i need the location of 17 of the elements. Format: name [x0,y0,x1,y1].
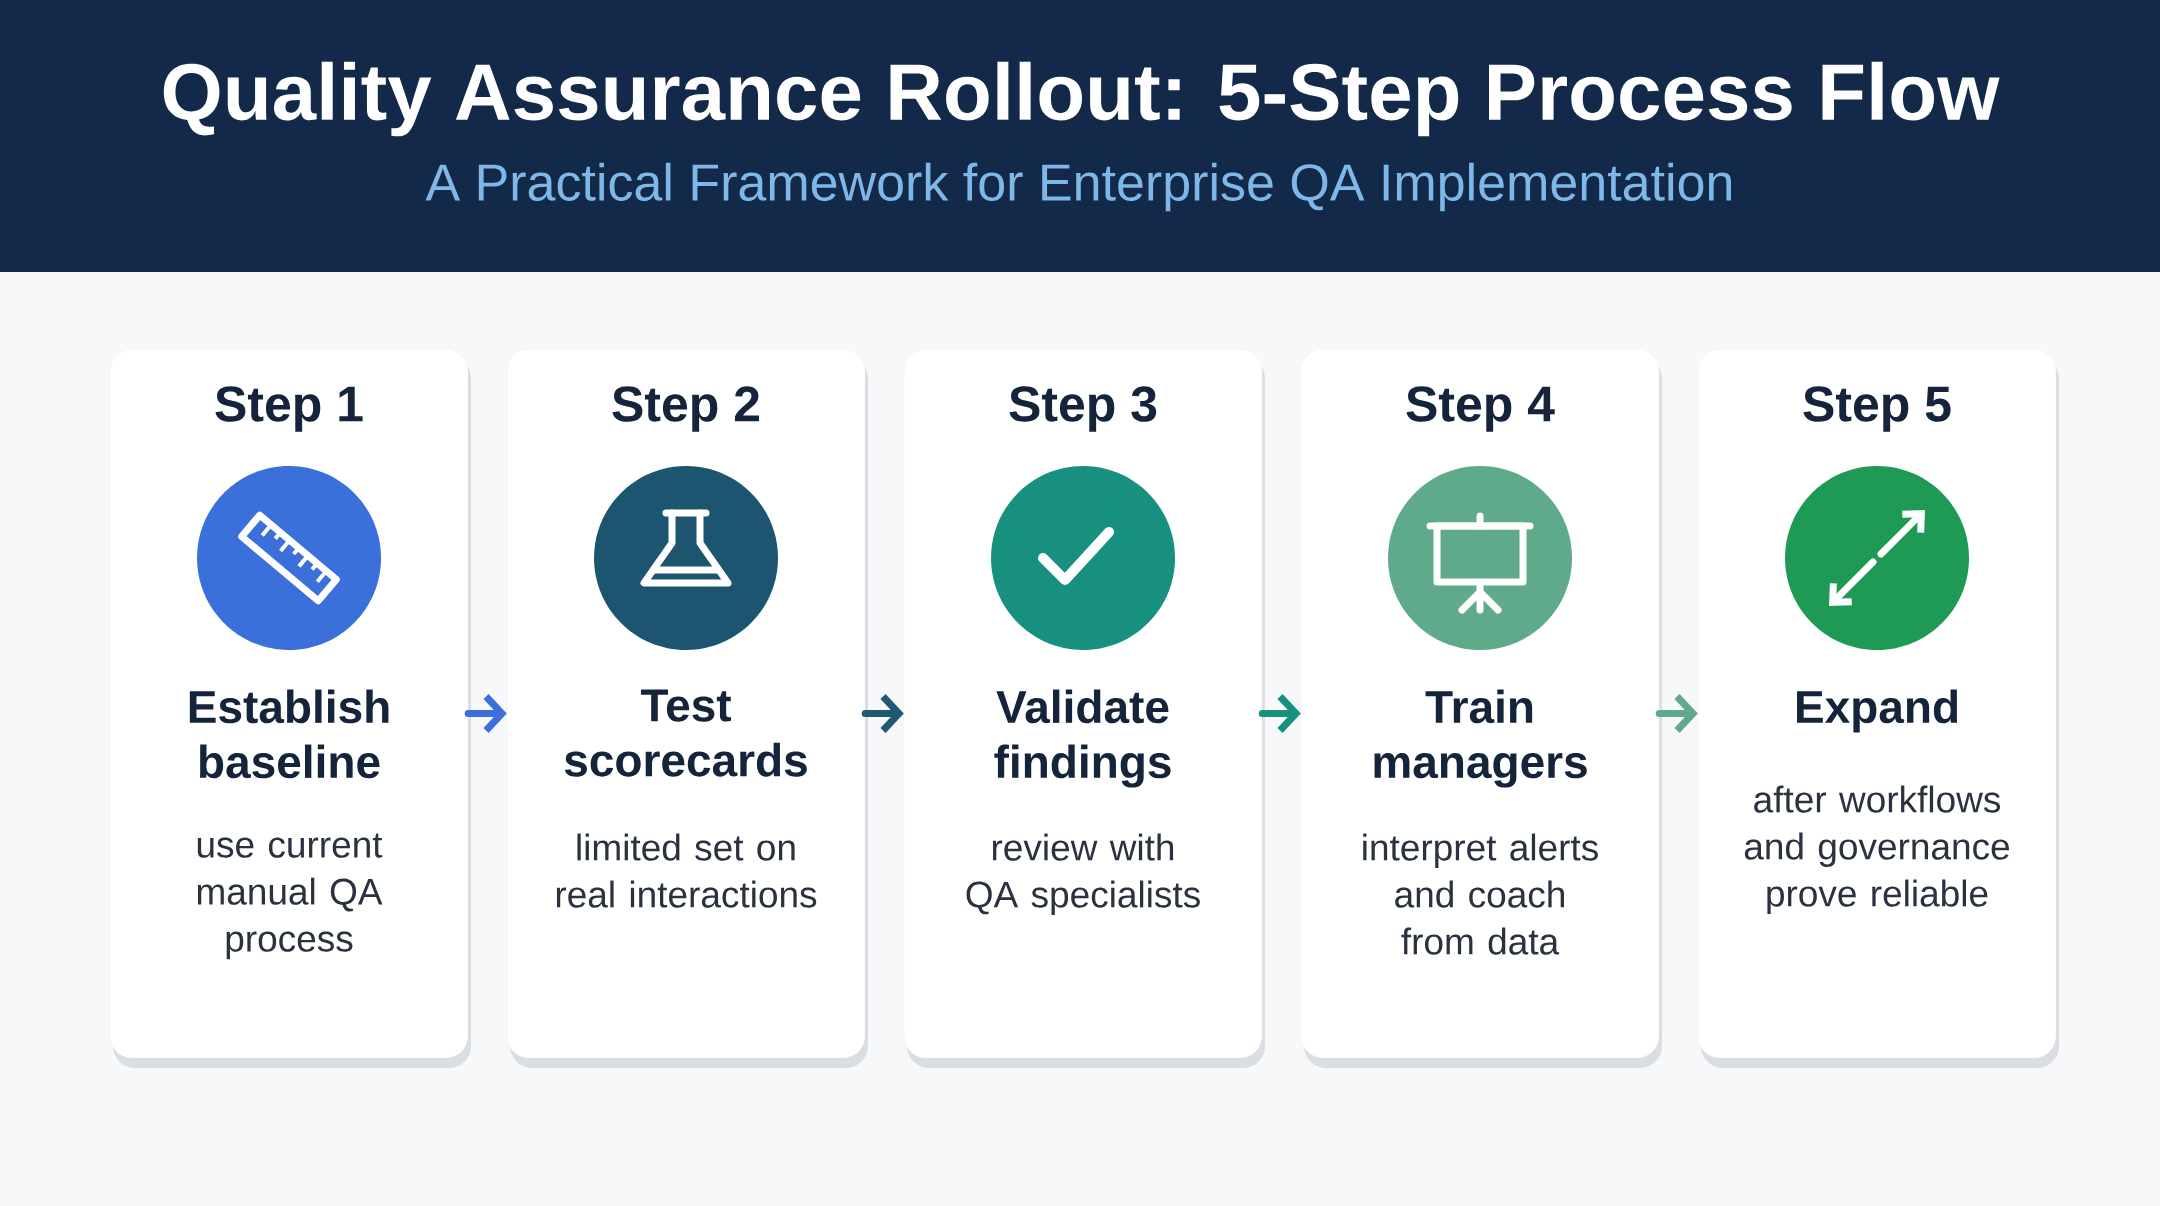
title: Quality Assurance Rollout: 5-Step Process Flow [163,61,2000,137]
step-number: Step 2 [612,386,759,432]
step-heading: Test scorecards [564,689,807,777]
step-description: interpret alerts and coach from data [1363,833,1598,955]
step-description: review with QA specialists [966,833,1200,916]
step-description: limited set on real interactions [556,833,817,908]
step-heading: Train managers [1374,689,1587,788]
step-number: Step 1 [215,386,363,432]
subtitle: A Practical Framework for Enterprise QA Implementation [425,162,1731,212]
step-number: Step 3 [1009,386,1157,432]
step-number: Step 5 [1803,386,1951,432]
step-description: after workflows and governance prove reliable [1744,785,2009,915]
step-number: Step 4 [1406,386,1555,432]
step-heading: Establish baseline [189,689,389,779]
step-heading: Expand [1797,689,1958,733]
step-description: use current manual QA process [197,833,383,960]
step-heading: Validate findings [994,689,1171,788]
